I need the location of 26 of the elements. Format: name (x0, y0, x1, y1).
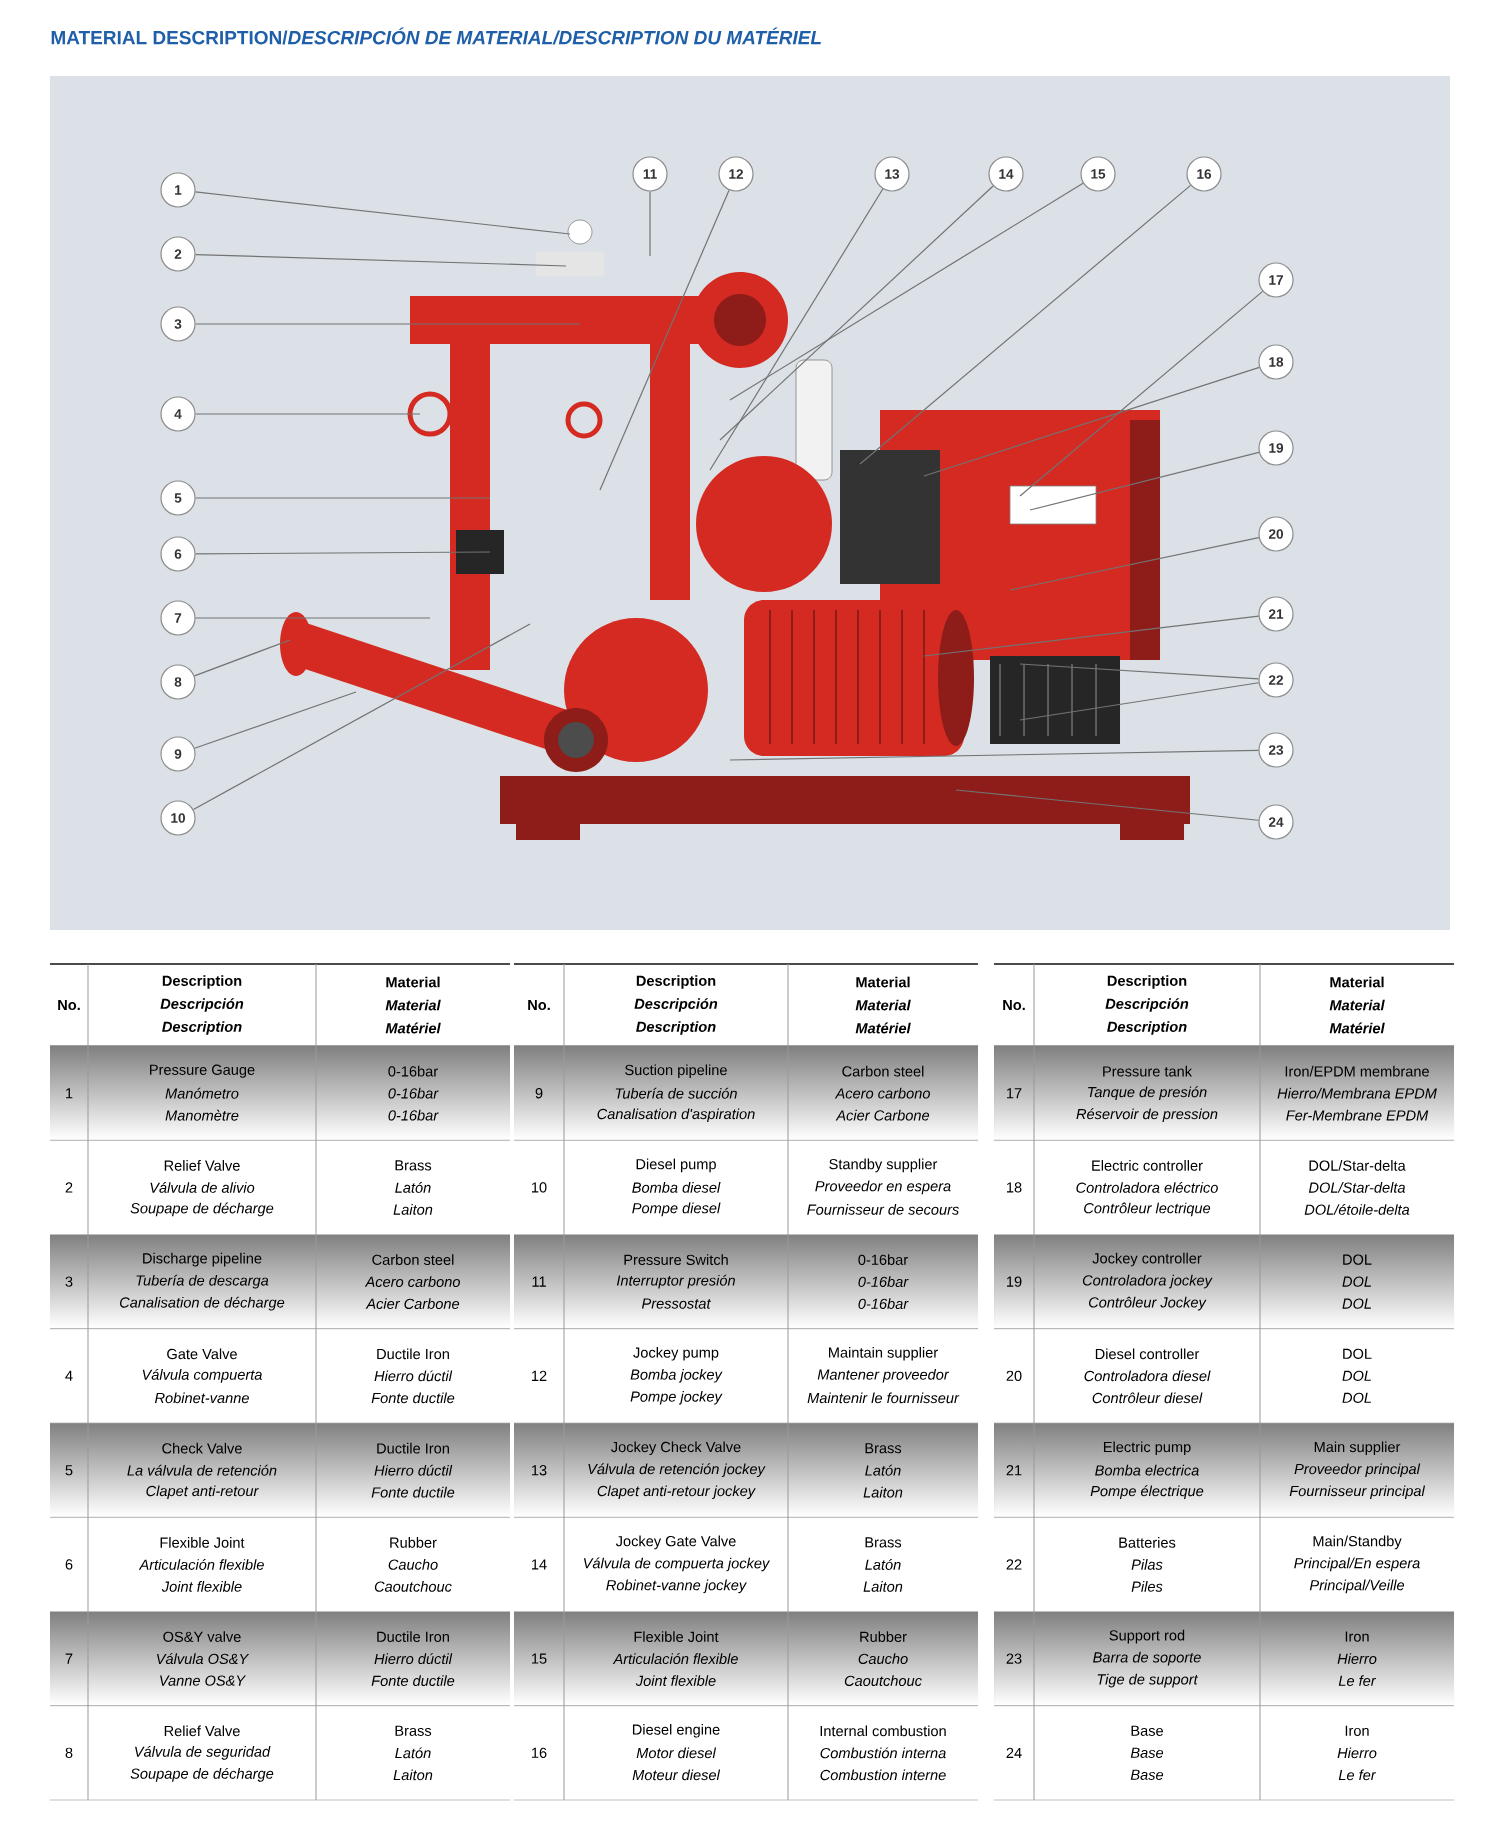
leader-line (859, 184, 1192, 465)
leader-line (1009, 537, 1260, 591)
leader-line (194, 191, 571, 235)
leader-line (729, 182, 1084, 401)
leader-line (923, 366, 1260, 477)
title: MATERIAL DESCRIPTION/DESCRIPCIÓN DE MATERIAL/DESCRIPTION DU MATÉRIEL (51, 27, 821, 45)
leader-line (923, 615, 1260, 657)
leader-line (192, 623, 531, 811)
leader-line (1019, 682, 1260, 721)
leader-line (194, 691, 357, 749)
leader-line (195, 617, 431, 619)
leader-line (193, 639, 291, 677)
leader-line (195, 413, 421, 415)
leader-line (729, 749, 1259, 761)
leader-line (1029, 451, 1260, 511)
leader-line (195, 253, 567, 267)
leader-line (195, 497, 491, 499)
leader-line (649, 191, 651, 257)
leader-line (1019, 663, 1260, 680)
leader-line (709, 188, 884, 471)
leader-line (195, 551, 491, 555)
leader-line (1019, 290, 1264, 497)
leader-line (955, 789, 1260, 821)
leader-line (599, 189, 730, 491)
leader-line (195, 323, 581, 325)
leader-line (719, 185, 994, 441)
